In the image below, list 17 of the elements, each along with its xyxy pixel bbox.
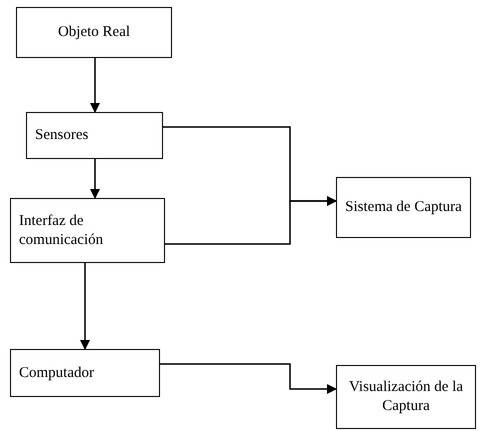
arrow [160,363,337,394]
box-label: Sistema de Captura [345,198,462,217]
arrow [90,58,100,113]
box-label: Computador [19,364,94,382]
process-box [336,177,471,238]
box-label: Visualización de la Captura [348,378,464,416]
process-box [10,349,160,397]
box-label: Interfaz de comunicación [19,212,104,250]
arrow [165,196,337,245]
box-label: Sensores [35,126,88,145]
arrow [80,263,90,350]
process-box [10,198,165,263]
process-box [26,112,163,159]
box-label: Objeto Real [58,23,130,42]
process-box [16,7,172,58]
arrow [90,159,100,199]
process-box [336,365,476,429]
